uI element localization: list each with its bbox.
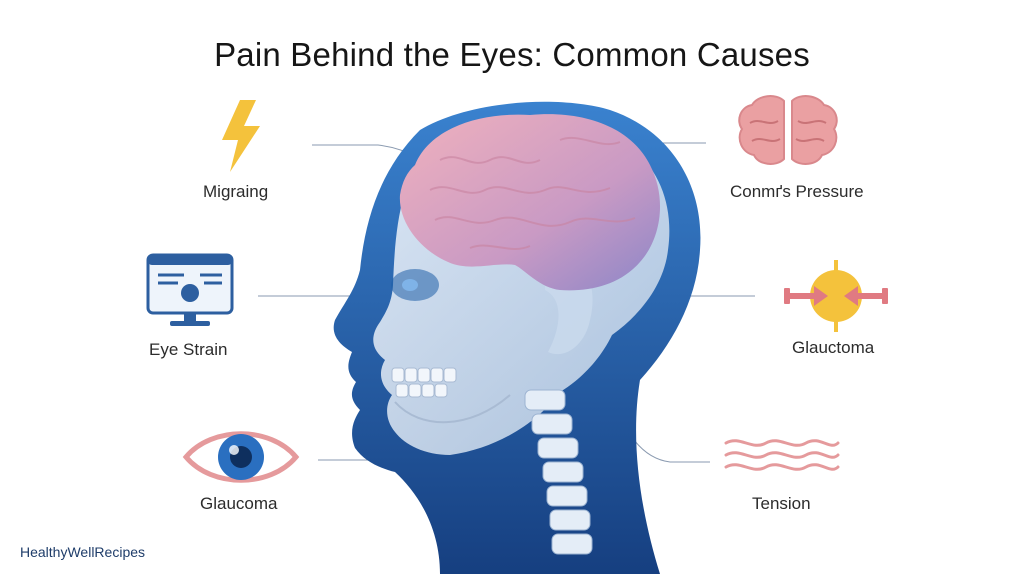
lightning-icon: [222, 100, 260, 172]
brain: [399, 114, 661, 291]
page-title: Pain Behind the Eyes: Common Causes: [214, 36, 810, 73]
monitor-icon: [146, 253, 234, 326]
eye-highlight: [402, 279, 418, 291]
brain-folds: [429, 136, 636, 250]
label-eye-strain: Eye Strain: [149, 340, 228, 359]
eye-icon: [182, 431, 300, 483]
label-glaucoma-right: Glauctoma: [792, 338, 875, 357]
waves-icon: [724, 439, 840, 471]
teeth: [391, 367, 457, 398]
jaw: [394, 394, 511, 424]
spine: [524, 389, 593, 555]
brain-icon: [738, 95, 838, 165]
label-glaucoma-left: Glaucoma: [200, 494, 278, 513]
pressure-icon: [784, 260, 888, 332]
label-cranial-pressure: Conmґs Pressure: [730, 182, 864, 201]
label-tension: Tension: [752, 494, 811, 513]
watermark: HealthyWellRecipes: [20, 544, 146, 560]
label-migraine: Migraing: [203, 182, 269, 201]
